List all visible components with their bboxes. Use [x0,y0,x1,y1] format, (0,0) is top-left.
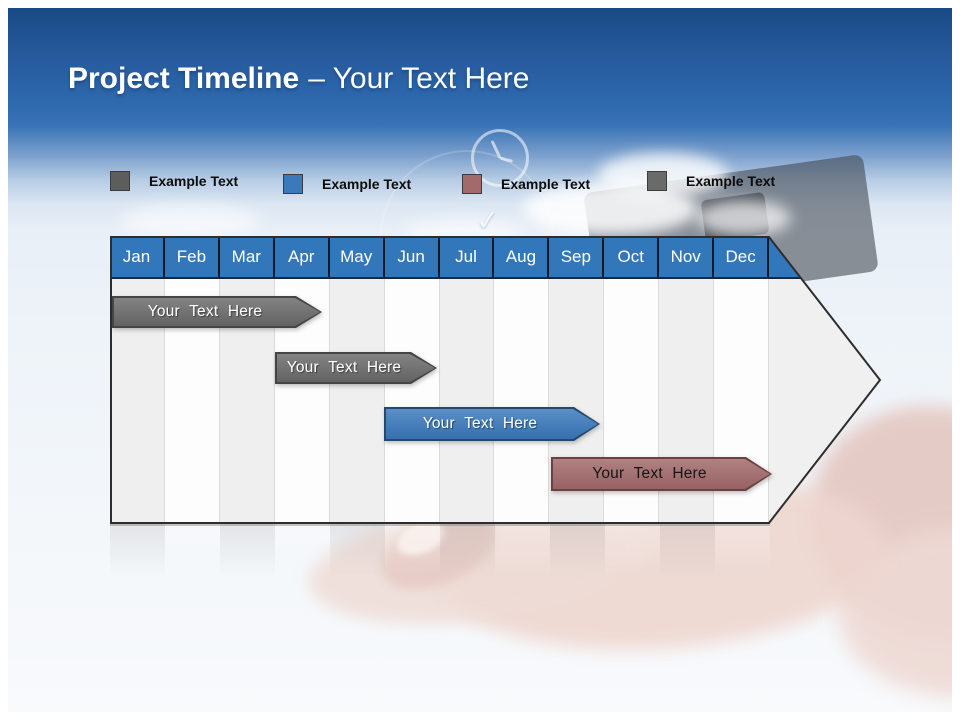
legend-item-3[interactable]: Example Text [462,174,590,194]
month-cell-jun[interactable]: Jun [385,236,440,277]
month-cell-may[interactable]: May [330,236,385,277]
bar-border: Your Text Here [551,457,772,491]
month-cell-apr[interactable]: Apr [275,236,330,277]
timeline-bar-3[interactable]: Your Text Here [384,407,600,441]
month-cell-jan[interactable]: Jan [110,236,165,277]
clock-hour-hand [499,156,513,163]
timeline-reflection [110,524,770,582]
clock-minute-hand [490,140,502,159]
legend-item-label: Example Text [686,173,776,189]
month-cell-nov[interactable]: Nov [659,236,715,277]
legend-swatch-gray[interactable] [110,171,130,191]
month-cell-aug[interactable]: Aug [494,236,550,277]
month-cell-oct[interactable]: Oct [604,236,660,277]
month-cell-dec[interactable]: Dec [714,236,770,277]
month-cell-mar[interactable]: Mar [220,236,275,277]
grid-column-jun [384,279,440,524]
legend-item-2[interactable]: Example Text [283,174,411,194]
title-placeholder-text: – Your Text Here [308,62,530,95]
bar-label: Your Text Here [286,359,402,376]
legend-item-label: Example Text [149,173,239,189]
legend-item-1[interactable]: Example Text [110,171,238,191]
bar-fill: Your Text Here [114,298,320,326]
legend-swatch-gray-2[interactable] [647,171,667,191]
grid-column-may [329,279,385,524]
timeline-bar-2[interactable]: Your Text Here [275,352,437,384]
timeline-arrow: Jan Feb Mar Apr May Jun Jul Aug Sep Oct … [110,236,881,524]
timeline-bar-1[interactable]: Your Text Here [112,296,322,328]
hand-forearm [838,528,952,698]
legend-item-4[interactable]: Example Text [647,171,775,191]
bar-label: Your Text Here [592,465,707,482]
bar-fill: Your Text Here [553,459,770,489]
title-bold-text: Project Timeline [68,62,300,95]
bar-border: Your Text Here [275,352,437,384]
bar-label: Your Text Here [422,415,538,432]
cloud [696,200,791,236]
month-cells: Jan Feb Mar Apr May Jun Jul Aug Sep Oct … [110,236,770,277]
month-cell-sep[interactable]: Sep [549,236,605,277]
bar-border: Your Text Here [384,407,600,441]
page-title[interactable]: Project Timeline– Your Text Here [68,62,529,96]
bar-fill: Your Text Here [386,409,598,439]
timeline-bar-4[interactable]: Your Text Here [551,457,772,491]
month-header: Jan Feb Mar Apr May Jun Jul Aug Sep Oct … [110,236,881,279]
slide-canvas: ✓ Project Timeline– Your Text Here Examp… [8,8,952,712]
check-icon: ✓ [474,204,501,237]
arrow-tip-region [769,279,881,524]
legend-swatch-maroon[interactable] [462,174,482,194]
month-cell-feb[interactable]: Feb [165,236,220,277]
bar-label: Your Text Here [147,303,263,320]
month-cell-jul[interactable]: Jul [440,236,495,277]
grid-column-aug [494,279,550,524]
grid-column-jul [439,279,495,524]
legend-item-label: Example Text [322,176,412,192]
camera-lens-image [700,191,770,243]
cloud [120,204,260,238]
legend-swatch-blue[interactable] [283,174,303,194]
legend-item-label: Example Text [501,176,591,192]
bar-fill: Your Text Here [277,354,435,382]
bar-border: Your Text Here [112,296,322,328]
